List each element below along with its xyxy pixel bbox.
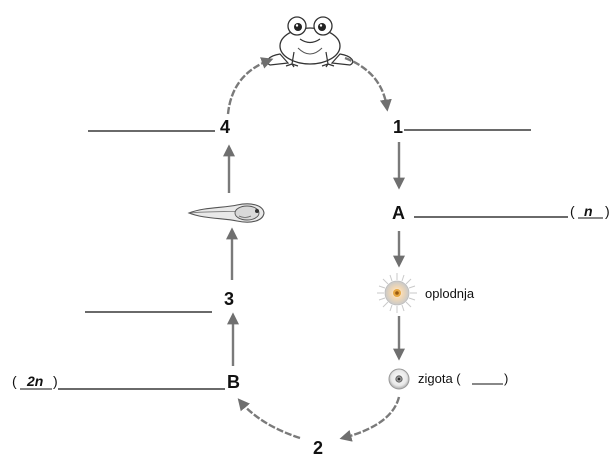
ploidy-a-value: n bbox=[584, 203, 593, 219]
ploidy-a-close: ) bbox=[605, 203, 610, 219]
ploidy-b-open: ( bbox=[12, 373, 17, 389]
frog-icon bbox=[266, 16, 354, 68]
zygote-label-close: ) bbox=[504, 371, 508, 386]
node-4: 4 bbox=[220, 117, 230, 137]
ploidy-b-value: 2n bbox=[26, 373, 43, 389]
node-3: 3 bbox=[224, 289, 234, 309]
arrow-zygote-to-2 bbox=[339, 396, 401, 442]
arrow-2-to-b bbox=[237, 398, 301, 440]
node-2: 2 bbox=[313, 438, 323, 458]
arrow-4-to-frog bbox=[226, 57, 274, 115]
arrow-frog-to-1 bbox=[344, 56, 392, 112]
node-b: B bbox=[227, 372, 240, 392]
tadpole-icon bbox=[187, 203, 265, 223]
node-1: 1 bbox=[393, 117, 403, 137]
node-a: A bbox=[392, 203, 405, 223]
ploidy-b-close: ) bbox=[53, 373, 58, 389]
zygote-cell-icon bbox=[388, 368, 410, 390]
ploidy-a-open: ( bbox=[570, 203, 575, 219]
fertilization-cell-icon bbox=[377, 273, 417, 313]
fertilization-label: oplodnja bbox=[425, 286, 475, 301]
zygote-label: zigota ( bbox=[418, 371, 461, 386]
